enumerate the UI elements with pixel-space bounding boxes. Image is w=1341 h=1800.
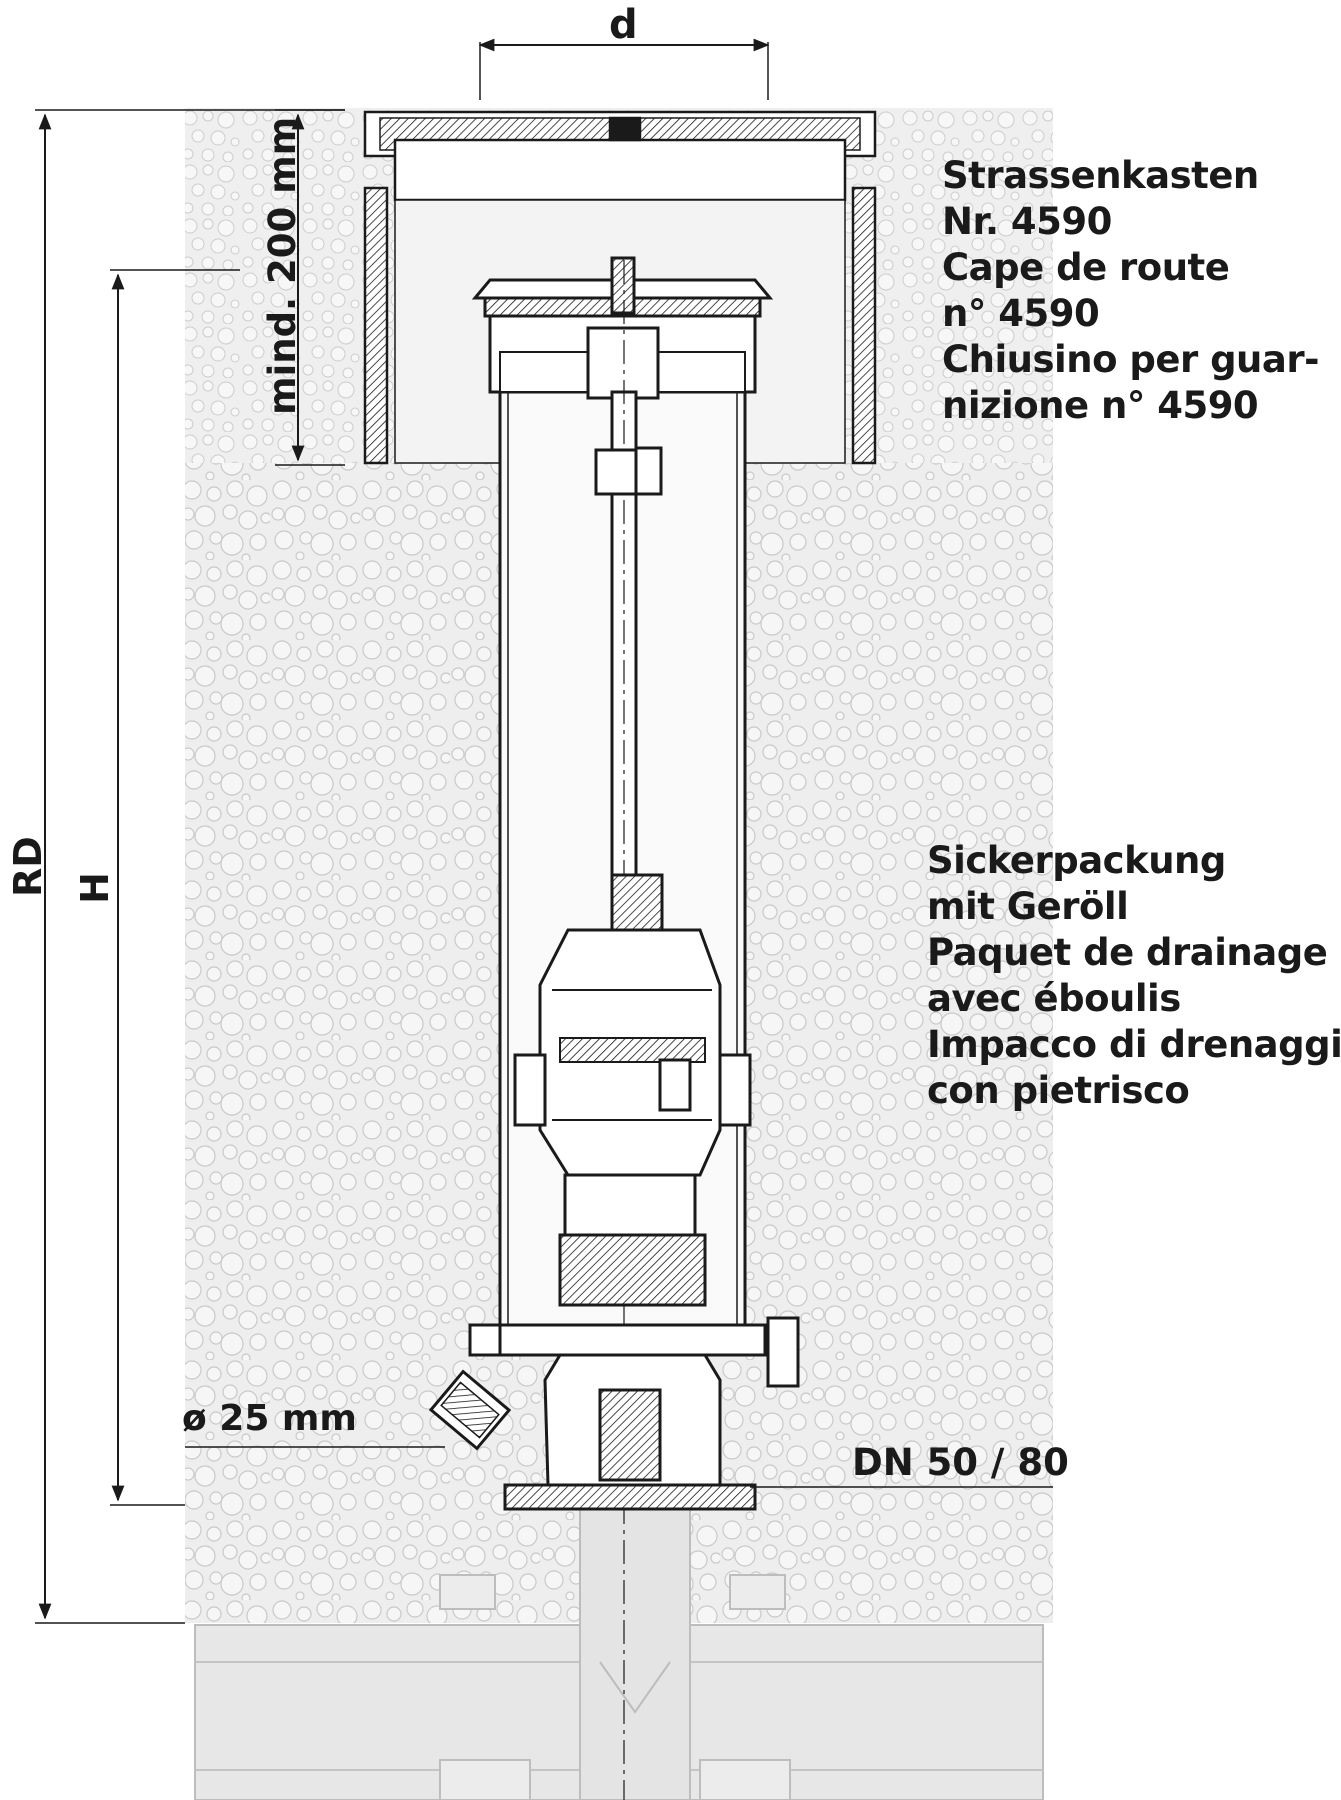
street-box-line: Cape de route (942, 246, 1230, 289)
dn-label: DN 50 / 80 (852, 1441, 1069, 1484)
h-label: H (73, 872, 117, 904)
drain-diameter-label: ø 25 mm (182, 1398, 357, 1439)
min-depth-label: mind. 200 mm (261, 116, 304, 415)
standpipe (428, 256, 800, 1800)
street-box-line: n° 4590 (942, 292, 1100, 335)
drainage-caption: Sickerpackung mit Geröll Paquet de drain… (927, 838, 1341, 1114)
street-box-line: nizione n° 4590 (942, 384, 1259, 427)
street-box-line: Nr. 4590 (942, 200, 1112, 243)
street-box-caption: Strassenkasten Nr. 4590 Cape de route n°… (942, 153, 1319, 429)
drainage-line: con pietrisco (927, 1069, 1190, 1112)
drainage-line: mit Geröll (927, 885, 1129, 928)
drainage-line: Sickerpackung (927, 839, 1226, 882)
dimension-lines (35, 38, 1053, 1624)
d-dimension-label: d (609, 2, 638, 48)
drainage-line: Impacco di drenaggio (927, 1023, 1341, 1066)
drainage-line: Paquet de drainage (927, 931, 1328, 974)
street-box (363, 110, 877, 465)
drainage-line: avec éboulis (927, 977, 1181, 1020)
street-box-line: Chiusino per guar- (942, 338, 1319, 381)
street-box-line: Strassenkasten (942, 154, 1259, 197)
rd-label: RD (6, 836, 50, 897)
